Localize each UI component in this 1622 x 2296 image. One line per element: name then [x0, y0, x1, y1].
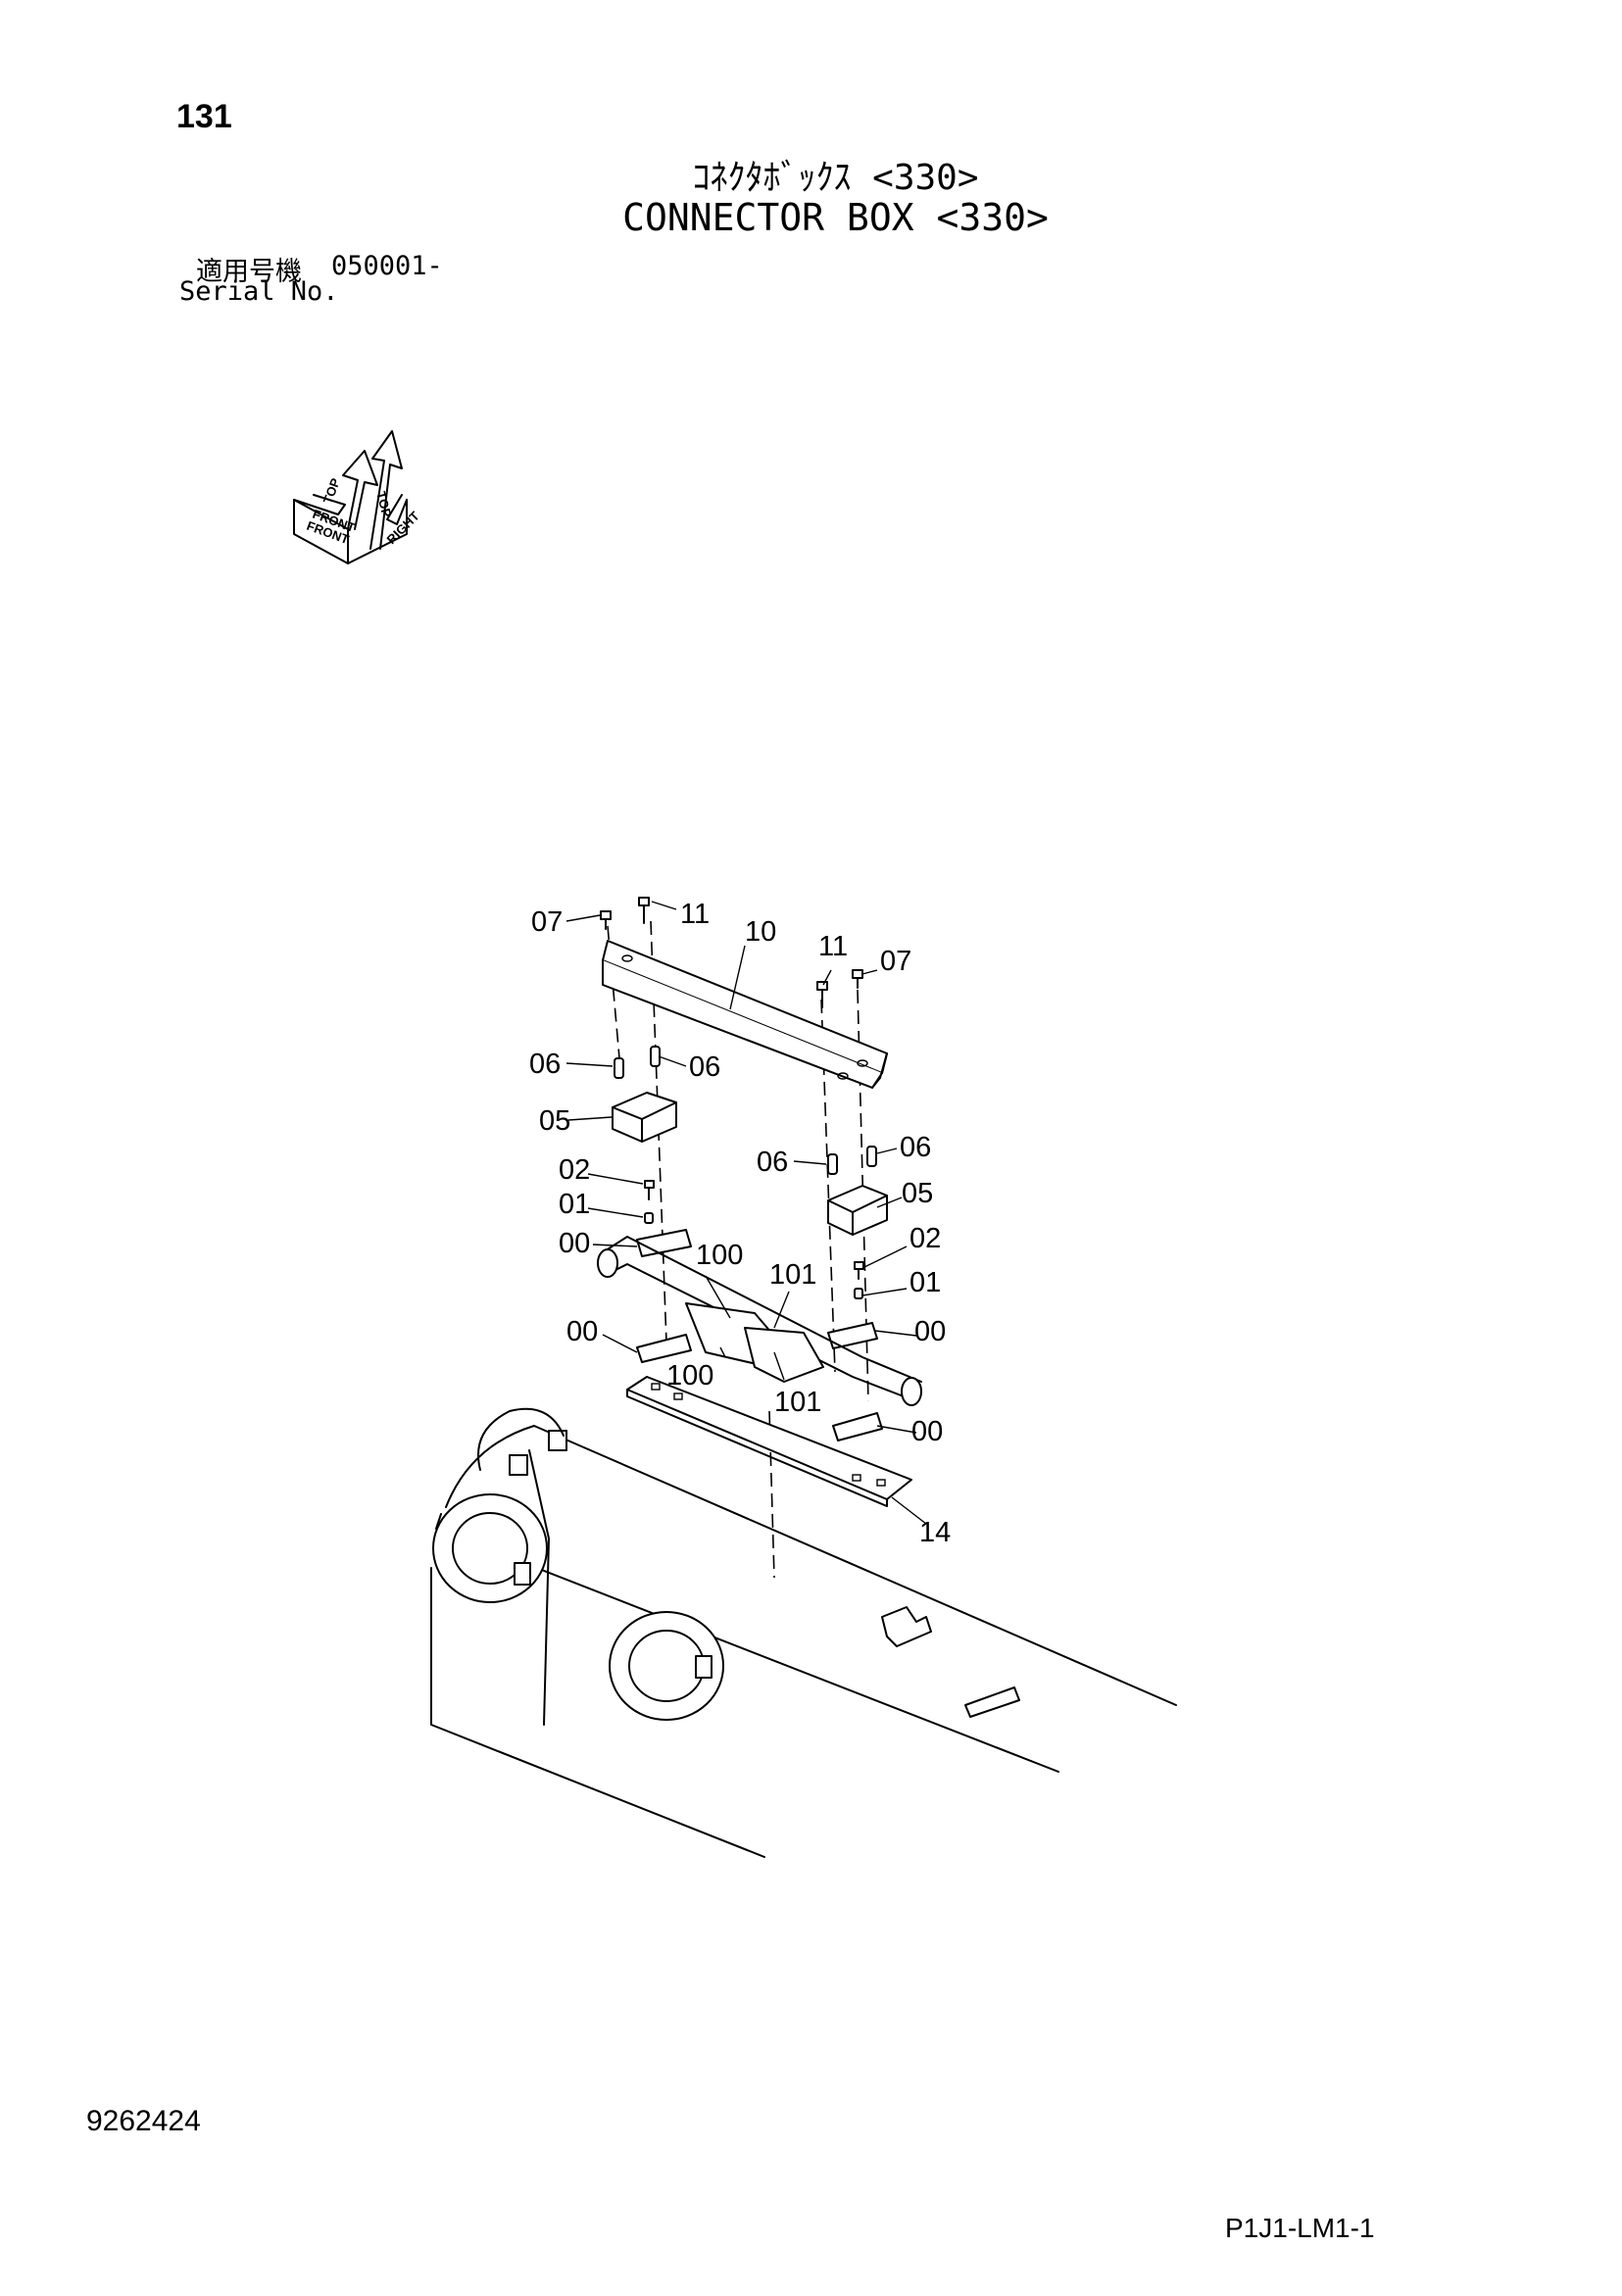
harness-connectors	[597, 1236, 922, 1406]
callout-11-top-left: 11	[680, 899, 710, 930]
callout-06-right-2: 06	[900, 1132, 931, 1163]
serial-label-japanese: 適用号機	[196, 257, 302, 287]
orientation-label-top-2: TOP	[320, 476, 343, 506]
callout-14: 14	[919, 1517, 951, 1548]
orientation-label-top: TOP	[373, 490, 394, 519]
callout-00-left-2: 00	[566, 1316, 598, 1347]
spacers	[614, 1046, 877, 1175]
callout-02-right: 02	[909, 1223, 941, 1254]
callout-00-left-1: 00	[559, 1228, 590, 1259]
callout-06-left-1: 06	[529, 1049, 561, 1080]
callout-01-left: 01	[559, 1189, 590, 1220]
callout-numbers: 07 11 10 11 07 06 06 05 06 06 02 05 01 0…	[529, 899, 951, 1548]
callout-06-left-2: 06	[689, 1051, 720, 1083]
bolts	[600, 897, 863, 1008]
cable-clips	[636, 1229, 883, 1441]
serial-label-english: Serial No.	[179, 276, 339, 307]
clamp-blocks	[612, 1092, 888, 1236]
callout-01-right: 01	[909, 1267, 941, 1298]
serial-value: 050001-	[331, 251, 443, 281]
callout-101-upper: 101	[769, 1259, 816, 1291]
boom-frame	[430, 1407, 1177, 1858]
title-japanese: ｺﾈｸﾀﾎﾞｯｸｽ <330>	[692, 158, 979, 198]
callout-101-lower: 101	[774, 1387, 821, 1418]
callout-100-upper: 100	[696, 1240, 743, 1271]
page-code: P1J1-LM1-1	[1225, 2213, 1375, 2243]
small-fasteners	[644, 1180, 864, 1299]
callout-07-top-right: 07	[880, 946, 911, 977]
callout-100-lower: 100	[666, 1360, 713, 1392]
callout-10: 10	[745, 916, 776, 948]
callout-05-left: 05	[539, 1105, 570, 1137]
callout-07-top-left: 07	[531, 906, 563, 938]
bottom-plate-part	[626, 1376, 912, 1507]
leader-lines	[565, 901, 927, 1525]
callout-00-right-2: 00	[911, 1416, 943, 1447]
title-english: CONNECTOR BOX <330>	[622, 196, 1049, 239]
callout-05-right: 05	[902, 1178, 933, 1209]
callout-00-right-1: 00	[914, 1316, 946, 1347]
callout-11-top-right: 11	[818, 931, 848, 962]
callout-02-left: 02	[559, 1154, 590, 1186]
document-number: 9262424	[86, 2105, 201, 2137]
top-cover-part	[602, 940, 888, 1089]
callout-06-right-1: 06	[757, 1147, 788, 1178]
orientation-arrows-icon: TOP RIGHT FRONT TOP FRONT	[293, 430, 422, 564]
page-number: 131	[176, 98, 232, 135]
